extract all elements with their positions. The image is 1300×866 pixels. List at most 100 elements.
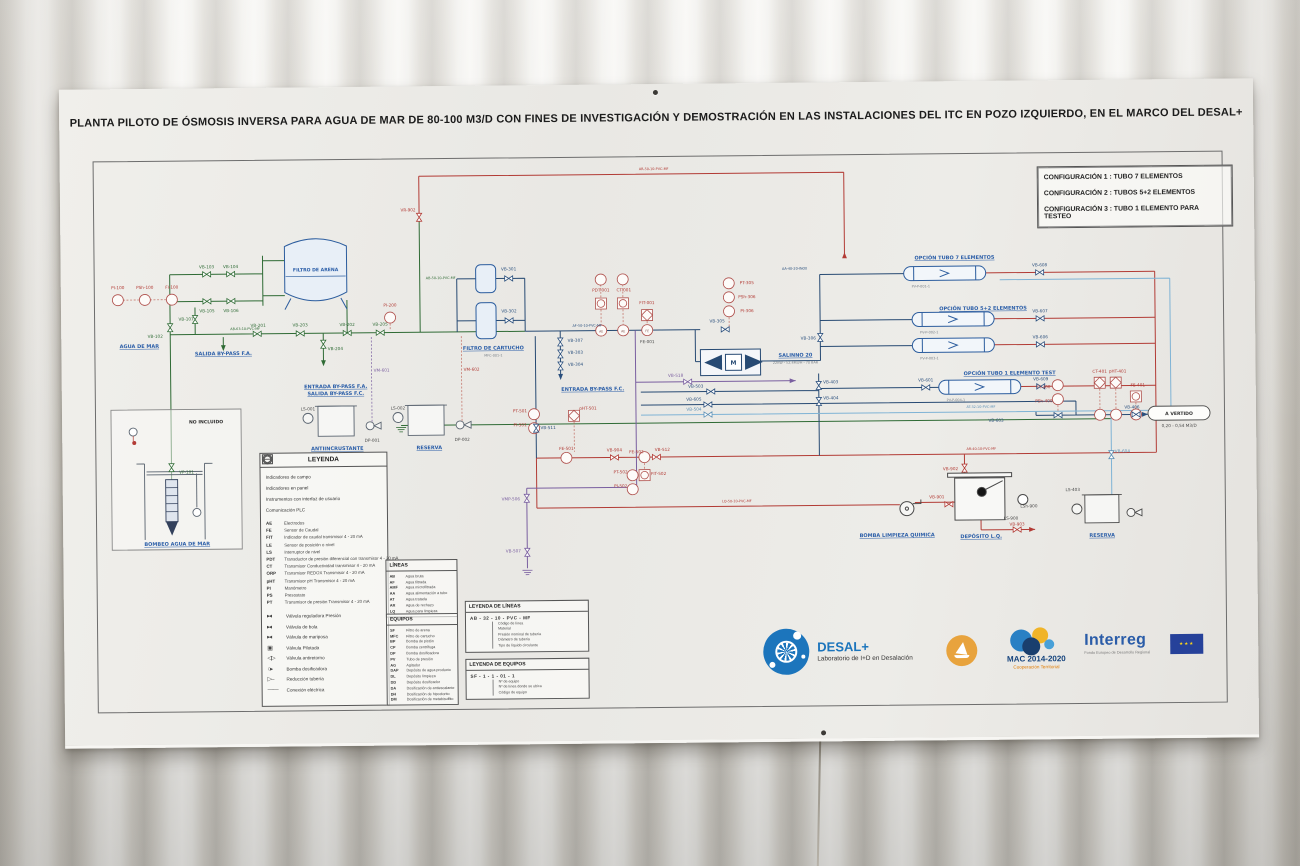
diagram-tag: VB-107 [178, 316, 194, 321]
diagram-tag: VB-507 [506, 548, 522, 553]
diagram-tag: VB-205 [372, 322, 388, 327]
pid-diagram: M [110, 167, 1211, 576]
diagram-tag: PSh-400 [1035, 398, 1053, 403]
vertido-outlet [1147, 405, 1211, 421]
diagram-tag: VB-305 [709, 318, 725, 323]
valve-symbol-icon: ▣ [267, 645, 272, 652]
diagram-tag: SALIDA BY-PASS F.C. [307, 391, 364, 398]
diagram-tag: RESERVA [1089, 533, 1115, 539]
membrane-vessels [903, 265, 1022, 395]
diagram-tag: LSh-900 [1020, 503, 1038, 508]
diagram-tag: FIT-001 [639, 300, 655, 305]
diagram-tag: PI-306 [740, 308, 754, 313]
diagram-tag: VB-103 [199, 264, 215, 269]
mac-subtitle: Cooperación Territorial [1013, 663, 1060, 670]
reserve-tank [1071, 494, 1143, 524]
lq-tank [947, 472, 1029, 521]
diagram-tag: VB-904 [607, 447, 623, 452]
diagram-tag: ANTIINCRUSTANTE [311, 446, 364, 453]
cartridge-filters [475, 264, 497, 340]
configuration-line: CONFIGURACIÓN 3 : TUBO 1 ELEMENTO PARA T… [1044, 205, 1199, 221]
diagram-tag: BOMBEO AGUA DE MAR [144, 541, 210, 548]
hp-pump-salinno [699, 348, 763, 377]
mac-logo: MAC 2014-2020 Cooperación Territorial [996, 627, 1076, 670]
diagram-tag: AF-50-10-PVC-MF [572, 324, 601, 328]
valve-symbol-icon: ▸◂ [267, 624, 272, 631]
poster-board: PLANTA PILOTO DE ÓSMOSIS INVERSA PARA AG… [58, 78, 1260, 749]
lines-box-title: LÍNEAS [386, 559, 457, 572]
valve-symbol-icon: ○▸ [267, 666, 273, 673]
diagram-tag: VB-307 [568, 338, 584, 343]
diagram-tag: OPCIÓN TUBO 1 ELEMENTO TEST [964, 369, 1057, 377]
diagram-tag: PT-501 [513, 408, 528, 413]
valve-symbol-icon: ◁▷ [267, 655, 275, 662]
eu-flag-icon: ★★★ [1170, 633, 1204, 655]
equipment-code-row: DM Dosificación de metabisulfito [390, 697, 454, 703]
motor-label: M [730, 360, 736, 367]
diagram-tag: ENTRADA BY-PASS F.A. [304, 384, 367, 391]
diagram-tag: VB-306 [801, 335, 817, 340]
diagram-tag: PV-P-001-1 [912, 284, 930, 288]
diagram-tag: FILTRO DE CARTUCHO [463, 345, 524, 352]
valve-symbol-icon: —— [267, 686, 278, 693]
diagram-tag: PV-P-003-1 [920, 356, 938, 360]
diagram-tag: VB-201 [250, 323, 266, 328]
diagram-tag: BOMBA LIMPIEZA QUIMICA [860, 532, 935, 539]
legend-valve-row: —— Conexión eléctrica [267, 686, 325, 693]
equipment-box: EQUIPOS SF Filtro de arena MFC Filtro de… [385, 612, 459, 706]
diagram-tag: DEPÓSITO L.Q. [960, 533, 1002, 540]
itc-logo-icon [946, 634, 978, 667]
diagram-tag: VB-303 [568, 350, 584, 355]
diagram-tag: VM-601 [374, 368, 390, 373]
valves-purple [523, 378, 693, 557]
diagram-tag: VB-302 [501, 308, 517, 313]
diagram-tag: VB-605 [686, 397, 702, 402]
configuration-line: CONFIGURACIÓN 2 : TUBOS 5+2 ELEMENTOS [1043, 188, 1196, 198]
diagram-tag: PT-502 [613, 469, 628, 474]
diagram-tag: VB-102 [148, 334, 164, 339]
diagram-tag: VB-608 [1032, 262, 1048, 267]
diagram-tag: VB-511 [540, 425, 556, 430]
diagram-tag: OPCIÓN TUBO 5+2 ELEMENTOS [939, 304, 1027, 312]
diagram-tag: VB-202 [339, 322, 355, 327]
diagram-tag: VP-101 [179, 469, 194, 474]
signal-lines [122, 284, 1137, 470]
diagram-tag: VB-105 [199, 308, 215, 313]
line-legend-box: LEYENDA DE LÍNEAS AB - 32 - 10 - PVC - M… [464, 599, 590, 653]
diagram-tag: PI-100 [111, 285, 125, 290]
diagram-tag: LS-900 [1004, 516, 1019, 521]
diagram-tag: VB-106 [223, 308, 239, 313]
diagram-tag: VB-603 [988, 418, 1004, 423]
diagram-tag: LS-002 [391, 405, 406, 410]
mac-logo-icon [996, 627, 1076, 656]
diagram-tag: VB-901 [929, 494, 945, 499]
diagram-tag: AE [621, 329, 625, 333]
diagram-tag: VM-602 [464, 367, 480, 372]
diagram-tag: AR-40-10-PVC-MF [967, 447, 997, 451]
legend-symbol-row: Comunicación PLC [261, 454, 382, 516]
sand-filter [283, 238, 348, 310]
diagram-tag: VB-607 [1032, 308, 1048, 313]
interreg-name: Interreg [1084, 631, 1147, 649]
configuration-line: CONFIGURACIÓN 1 : TUBO 7 ELEMENTOS [1043, 172, 1183, 181]
well-box [110, 408, 243, 551]
logos-strip: DESAL+ Laboratorio de I+D en Desalación … [758, 620, 1219, 694]
diagram-tag: RESERVA [417, 445, 443, 451]
screw [652, 89, 658, 96]
piping-flush [526, 330, 796, 569]
flow-arrows [220, 252, 1149, 576]
configuration-box: CONFIGURACIÓN 1 : TUBO 7 ELEMENTOS CONFIG… [1036, 164, 1234, 229]
diagram-tag: FE [645, 329, 649, 333]
diagram-tag: VR-902 [400, 207, 415, 212]
diagram-tag: VB-204 [328, 346, 344, 351]
diagram-tag: FE-502 [629, 449, 644, 454]
diagram-tag: VB-203 [292, 322, 308, 327]
diagram-tag: VB-601 [918, 377, 934, 382]
diagram-tag: AE [599, 330, 603, 334]
diagram-tag: FILTRO DE ARENA [293, 267, 339, 273]
diagram-tag: FE-001 [640, 339, 655, 344]
diagram-tag: OPCIÓN TUBO 7 ELEMENTOS [915, 254, 995, 262]
diagram-tag-layer: VR-902AR-50-10-PVC-MFAB-50-10-PVC-MFAB-6… [111, 167, 1197, 554]
diagram-tag: MFC-001-1 [484, 353, 502, 357]
desal-name: DESAL+ [817, 638, 869, 655]
